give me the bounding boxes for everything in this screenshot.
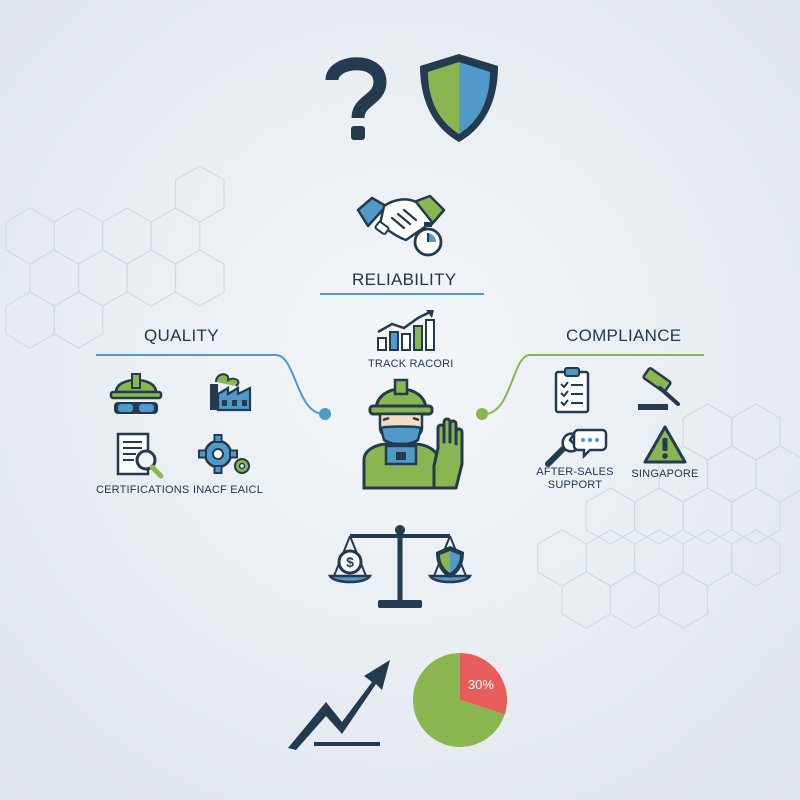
after-sales-support-label: AFTER-SALES SUPPORT [536, 466, 614, 491]
document-magnifier-icon [116, 432, 164, 479]
pie-slice-label: 30% [468, 677, 494, 692]
hexagon-outline [537, 529, 587, 587]
hard-hat-goggles-icon [109, 373, 163, 414]
handshake-icon [356, 194, 446, 242]
hexagon-outline [706, 445, 757, 503]
hexagon-outline [731, 403, 781, 461]
hexagon-outline [126, 249, 177, 307]
hexagon-outline [634, 529, 684, 587]
checklist-icon [554, 367, 590, 414]
hexagon-outline [102, 207, 152, 265]
wrench-chat-icon [545, 428, 608, 467]
pie-slice-1 [412, 653, 505, 747]
hexagon-outline [731, 529, 781, 587]
hexagon-outline [731, 487, 781, 545]
hexagon-outline [53, 207, 104, 265]
compliance-heading: COMPLIANCE [566, 326, 682, 345]
compliance-connector [476, 354, 704, 420]
quality-connector [96, 354, 331, 420]
hexagon-outline [5, 291, 55, 349]
warning-icon [643, 425, 687, 464]
hexagon-outline [150, 207, 201, 265]
hexagon-outline [53, 291, 104, 349]
hexagon-outline [682, 487, 733, 545]
hexagon-outline [609, 571, 660, 629]
hexagon-outline [174, 165, 225, 223]
gavel-icon [638, 367, 680, 410]
hexagon-outline [585, 487, 636, 545]
svg-text:$: $ [346, 554, 354, 570]
singapore-label: SINGAPORE [631, 468, 699, 480]
pie-chart: 30% [412, 653, 507, 747]
quality-heading: QUALITY [144, 326, 219, 345]
hexagon-outline [174, 249, 225, 307]
certifications-label: CERTIFICATIONS [96, 484, 190, 496]
hexagon-outline [77, 249, 128, 307]
hexagon-outline [585, 529, 636, 587]
gears-icon [198, 434, 250, 474]
hexagon-outline [658, 571, 709, 629]
hexagon-outline [755, 445, 800, 503]
question-mark-icon [325, 57, 387, 140]
hexagon-outline [561, 571, 612, 629]
hexagon-outline [682, 529, 733, 587]
reliability-heading: RELIABILITY [352, 270, 457, 289]
hexagon-outline [634, 487, 684, 545]
hexagon-outline [5, 207, 55, 265]
scale-money-shield-icon: $ [327, 525, 473, 608]
pie-slice-0 [460, 653, 507, 715]
track-record-label: TRACK RACORI [368, 358, 454, 370]
stopwatch-icon [413, 222, 443, 257]
reliability-underline [320, 293, 484, 295]
hexagon-outline [29, 249, 80, 307]
inacf-label: INACF EAICL [192, 484, 264, 496]
shield-icon [420, 54, 498, 142]
trend-arrow-icon [288, 660, 390, 750]
growth-bar-chart-icon [377, 310, 435, 351]
worker-stop-hand-icon [362, 378, 464, 490]
factory-icon [210, 373, 252, 412]
